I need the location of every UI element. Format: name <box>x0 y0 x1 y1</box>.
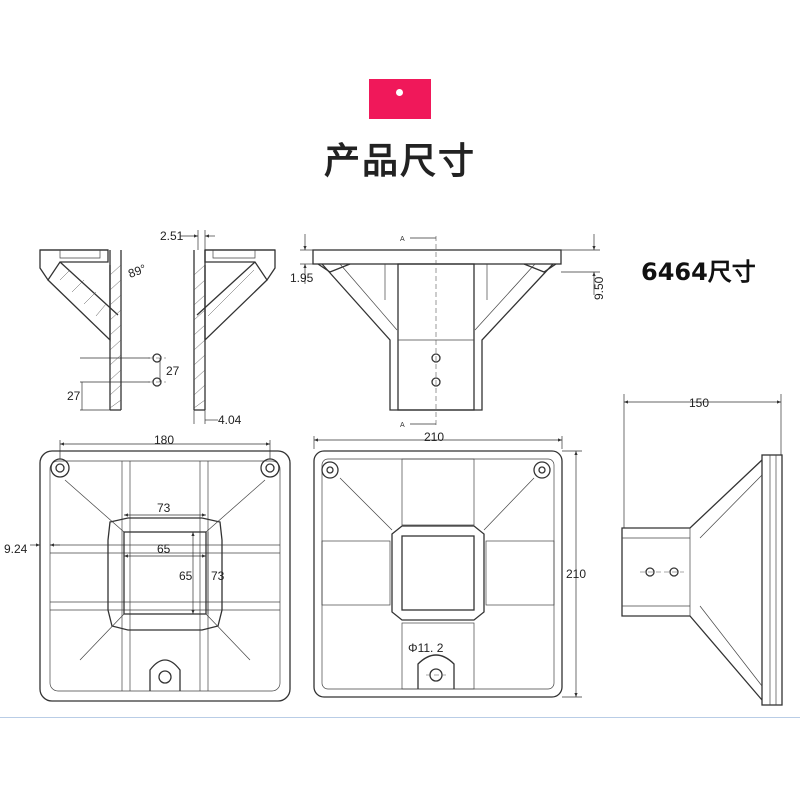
dim-bolt-span: 180 <box>154 433 174 447</box>
dim-edge-offset: 9.24 <box>4 542 28 556</box>
page-title: 产品尺寸 <box>323 141 476 182</box>
dim-hole-spacing-left: 27 <box>67 389 81 403</box>
dim-draft-angle: 89° <box>126 261 148 280</box>
dim-base-width: 210 <box>424 430 444 444</box>
front-view: A A 1.95 9.50 <box>290 234 606 429</box>
dim-hole-diameter: Φ11. 2 <box>408 641 444 655</box>
tag-hole <box>396 89 403 96</box>
model-label: 6464尺寸 <box>641 258 756 286</box>
dim-inner-square-v: 65 <box>179 569 193 583</box>
dim-wall-thickness: 2.51 <box>160 229 184 243</box>
dim-rib-height: 9.50 <box>592 276 606 300</box>
section-view: 2.51 89° 27 27 4.04 <box>39 229 276 427</box>
section-mark-bottom: A <box>400 422 405 429</box>
top-view: Φ11. 2 210 210 <box>313 430 586 698</box>
dim-base-height: 210 <box>566 567 586 581</box>
side-view: 150 <box>621 394 783 706</box>
dim-inner-outer: 73 <box>157 501 171 515</box>
dim-side-length: 150 <box>689 396 709 410</box>
bottom-view: 180 73 65 65 73 9.24 <box>4 433 291 702</box>
divider-line <box>0 717 800 718</box>
tag-icon <box>369 79 431 119</box>
dim-outer-square-v: 73 <box>211 569 225 583</box>
section-hatch <box>59 264 255 409</box>
dim-wall-offset: 4.04 <box>218 413 242 427</box>
section-mark-top: A <box>400 236 405 243</box>
dim-flange-thickness: 1.95 <box>290 271 314 285</box>
dim-hole-spacing-top: 27 <box>166 364 180 378</box>
dim-inner-square: 65 <box>157 542 171 556</box>
